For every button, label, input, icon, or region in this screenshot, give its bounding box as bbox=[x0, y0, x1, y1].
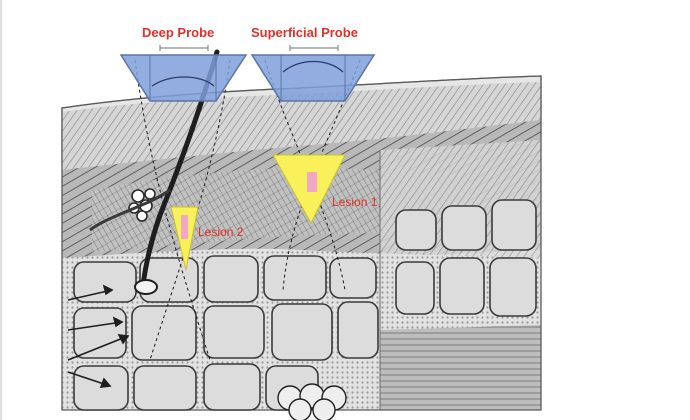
fat-lobule bbox=[395, 261, 435, 315]
fat-lobule bbox=[441, 205, 487, 251]
hair-bulb bbox=[134, 279, 158, 295]
fat-lobules bbox=[73, 199, 537, 411]
fat-lobule bbox=[73, 261, 137, 303]
fat-lobule bbox=[271, 303, 333, 361]
fat-lobule bbox=[337, 301, 379, 359]
fat-lobule bbox=[329, 257, 377, 299]
fat-lobule bbox=[203, 363, 261, 411]
fat-lobule bbox=[203, 305, 265, 359]
fat-lobule bbox=[395, 209, 437, 251]
arrector-pili-muscle bbox=[89, 188, 171, 232]
lesion-1-marker bbox=[307, 172, 317, 192]
fat-lobule bbox=[131, 305, 197, 361]
deep-probe-label: Deep Probe bbox=[142, 25, 214, 40]
fat-lobule bbox=[491, 199, 537, 251]
blood-vessels bbox=[67, 284, 130, 388]
fat-lobule bbox=[73, 365, 129, 411]
fat-lobule bbox=[133, 365, 197, 411]
fat-lobule bbox=[439, 257, 485, 315]
fat-lobule bbox=[73, 307, 127, 359]
lesion-1-focal-zone bbox=[272, 154, 346, 225]
lesion-2-label: Lesion 2 bbox=[198, 225, 244, 239]
muscle-layer bbox=[380, 325, 541, 410]
deep-probe-beam bbox=[134, 59, 231, 361]
fat-lobule bbox=[489, 257, 537, 317]
fat-lobule bbox=[263, 255, 327, 301]
superficial-probe bbox=[250, 45, 376, 102]
sweat-gland bbox=[277, 383, 347, 420]
lesion-1-label: Lesion 1 bbox=[332, 195, 378, 209]
deep-probe bbox=[119, 45, 248, 102]
lesion-2-focal-zone bbox=[170, 206, 199, 271]
superficial-probe-label: Superficial Probe bbox=[251, 25, 358, 40]
lesion-2-marker bbox=[181, 215, 188, 239]
fat-lobule bbox=[203, 255, 259, 303]
